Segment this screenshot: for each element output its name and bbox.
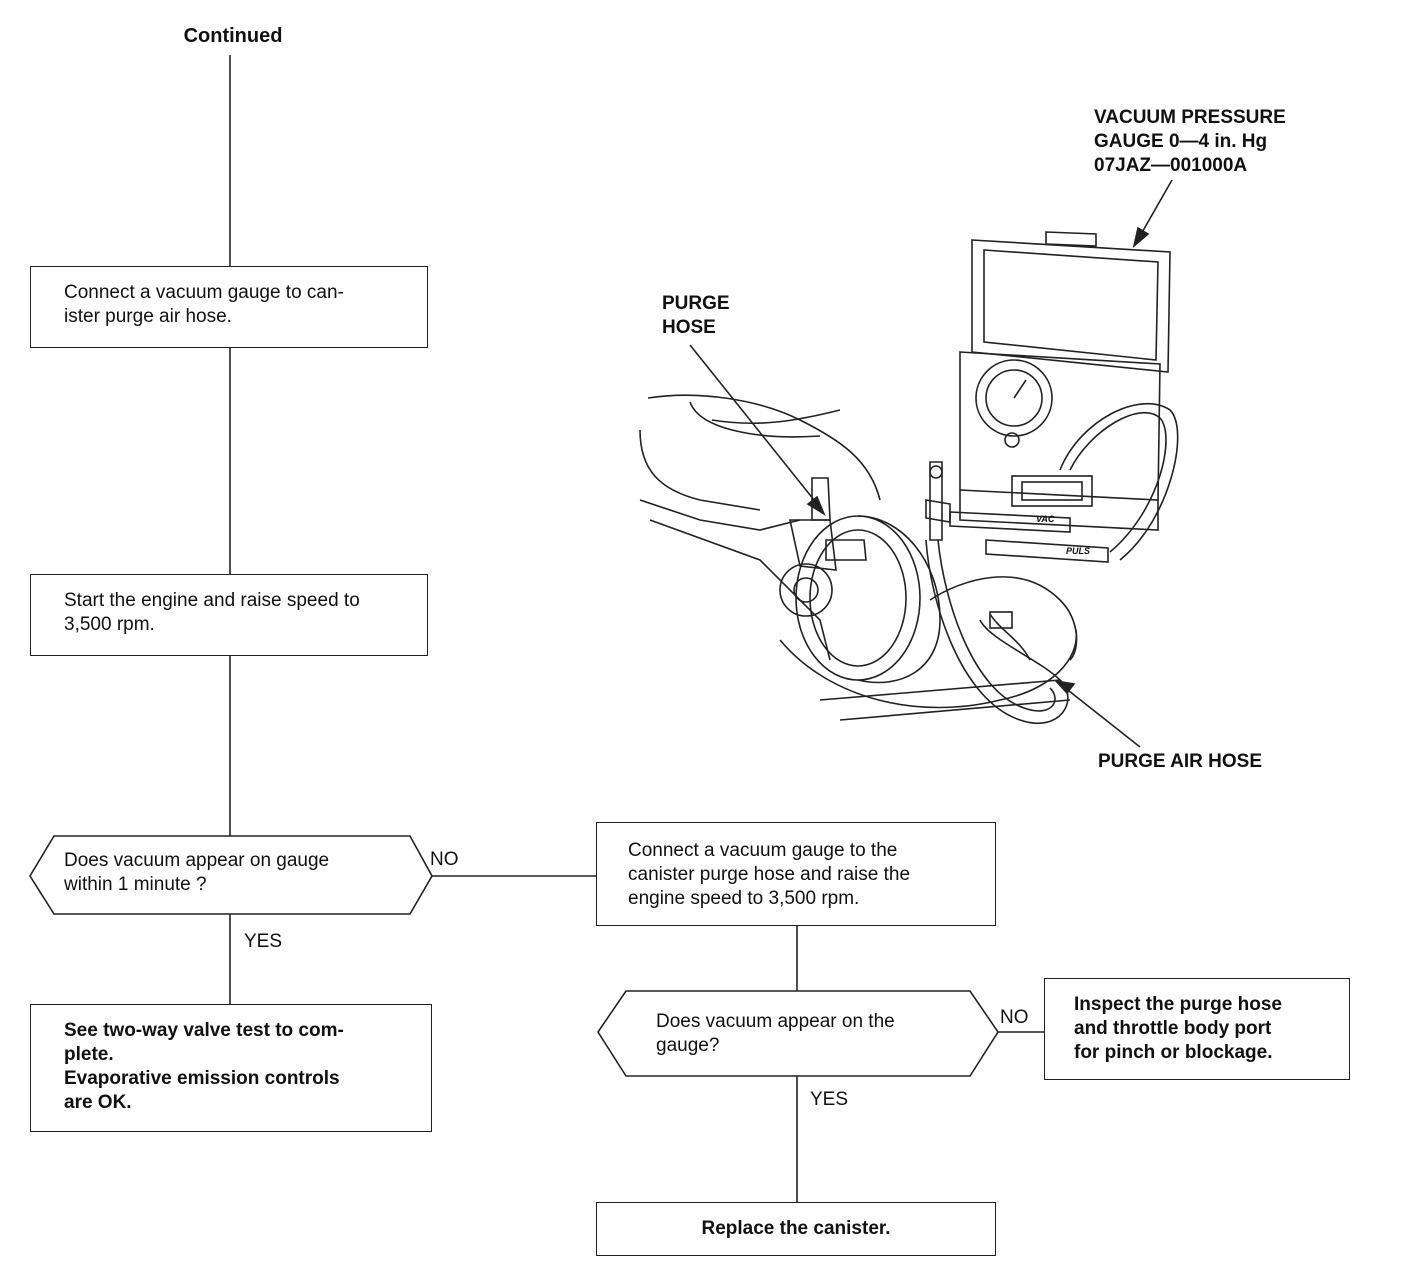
- question-vacuum-within-1-minute: Does vacuum appear on gauge within 1 min…: [64, 850, 330, 895]
- vac-hose-tag: VAC: [1036, 514, 1055, 524]
- answer-yes-label: YES: [244, 931, 283, 952]
- step-start-engine-box: Start the engine and raise speed to 3,50…: [30, 574, 428, 656]
- result-evaporative-ok-text: See two-way valve test to com- plete. Ev…: [64, 1020, 344, 1113]
- continued-label: Continued: [183, 25, 283, 47]
- decision-shape-1: [29, 835, 433, 915]
- result-replace-canister-text: Replace the canister.: [701, 1218, 891, 1239]
- decision-shape-2: [597, 990, 999, 1077]
- step-connect-purge-air-hose-box: Connect a vacuum gauge to can- ister pur…: [30, 266, 428, 348]
- purge-air-hose-leader-arrow: [1053, 679, 1141, 748]
- purge-air-hose-label: PURGE AIR HOSE: [1098, 751, 1262, 772]
- step-connect-purge-air-hose-text: Connect a vacuum gauge to can- ister pur…: [64, 282, 344, 327]
- purge-hose-leader-arrow: [689, 344, 826, 516]
- step-connect-purge-hose-text: Connect a vacuum gauge to the canister p…: [628, 840, 911, 909]
- step-start-engine-text: Start the engine and raise speed to 3,50…: [64, 590, 360, 635]
- step-connect-purge-hose-box: Connect a vacuum gauge to the canister p…: [596, 822, 996, 926]
- illustration-drawing: [639, 179, 1179, 748]
- answer-no-label: NO: [430, 849, 459, 870]
- result-replace-canister-box: Replace the canister.: [596, 1202, 996, 1256]
- answer-no-label-2: NO: [1000, 1007, 1029, 1028]
- vacuum-pressure-gauge-label: VACUUM PRESSURE GAUGE 0—4 in. Hg 07JAZ—0…: [1094, 107, 1286, 176]
- result-evaporative-ok-box: See two-way valve test to com- plete. Ev…: [30, 1004, 432, 1132]
- question-vacuum-on-gauge: Does vacuum appear on the gauge?: [656, 1011, 895, 1056]
- result-inspect-text: Inspect the purge hose and throttle body…: [1074, 994, 1282, 1063]
- result-inspect-box: Inspect the purge hose and throttle body…: [1044, 978, 1350, 1080]
- gauge-leader-arrow: [1132, 179, 1173, 249]
- purge-hose-label: PURGE HOSE: [662, 293, 730, 338]
- answer-yes-label-2: YES: [810, 1089, 849, 1110]
- puls-hose-tag: PULS: [1066, 546, 1091, 556]
